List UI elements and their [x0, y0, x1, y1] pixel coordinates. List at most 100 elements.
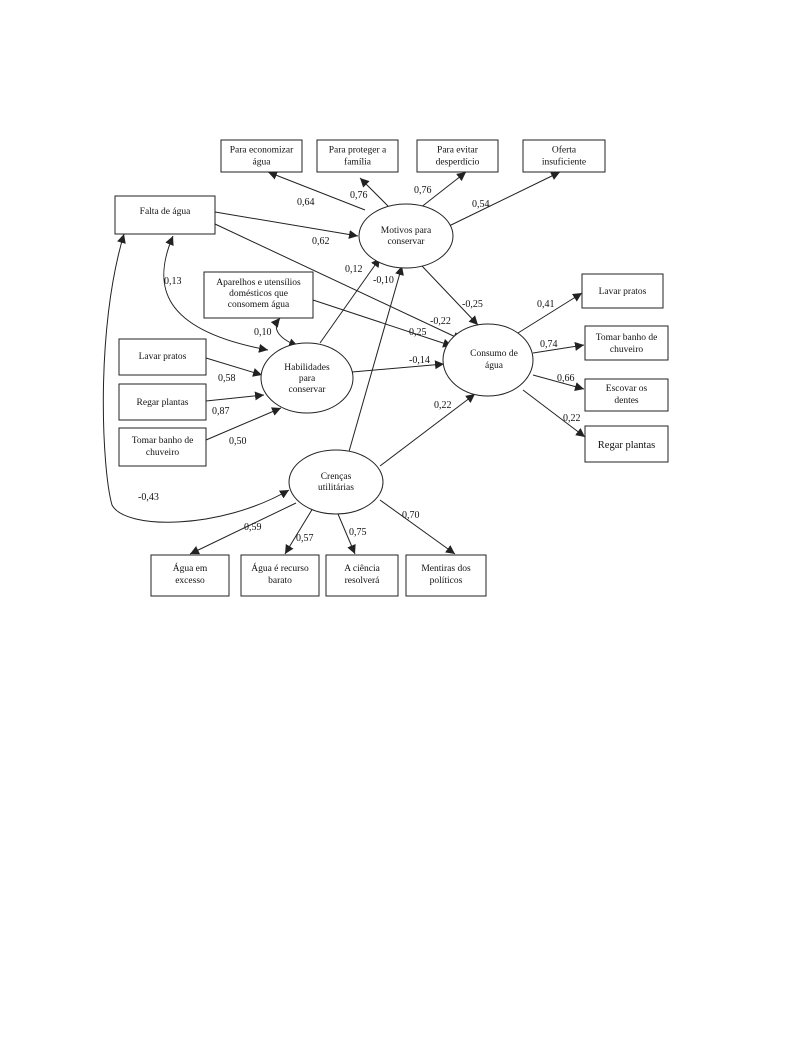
coef-aparelhos-consumo: 0,25: [409, 327, 427, 338]
label-line: dentes: [614, 396, 639, 406]
label-line: Motivos para: [381, 226, 432, 236]
coef-regar-habilidades: 0,87: [212, 406, 230, 417]
label-line: desperdício: [436, 158, 480, 168]
coef-habilidades-motivos: 0,12: [345, 264, 363, 275]
label-line: consomem água: [228, 300, 290, 310]
edge-banho-habilidades: [205, 407, 282, 441]
edge-regar-habilidades: [205, 391, 265, 402]
label-line: Oferta: [552, 145, 577, 156]
coef-motivos-proteger: 0,76: [350, 190, 368, 201]
node-regar-plantas-consumo: Regar plantas: [584, 425, 669, 463]
edge-motivos-consumo: [421, 265, 479, 326]
edge-aparelhos-consumo: [312, 299, 453, 348]
label-line: Falta de água: [140, 207, 191, 217]
edge-consumo-lavar: [517, 292, 583, 334]
coef-crencas-mentiras: 0,70: [402, 510, 420, 521]
label-line: resolverá: [345, 576, 381, 586]
label-line: Regar plantas: [137, 398, 189, 408]
coef-motivos-evitar: 0,76: [414, 185, 432, 196]
coef-crencas-excesso: 0,59: [244, 522, 262, 533]
coef-falta-consumo: -0,22: [430, 316, 451, 327]
label-line: A ciência: [344, 564, 380, 574]
node-para-economizar-agua: Para economizar água: [220, 139, 303, 173]
edge-crencas-mentiras: [379, 499, 456, 555]
label-line: para: [299, 374, 316, 384]
coef-aparelhos-habilidades: 0,10: [254, 327, 272, 338]
label-line: Consumo de: [470, 349, 518, 359]
svg-text:Regar plantas: Regar plantas: [137, 398, 189, 408]
label-line: barato: [268, 576, 292, 586]
coef-consumo-regar: 0,22: [563, 413, 581, 424]
edge-motivos-proteger: [359, 177, 389, 207]
coef-motivos-economizar: 0,64: [297, 197, 315, 208]
edge-consumo-banho: [532, 341, 585, 354]
label-line: conservar: [289, 385, 327, 395]
coef-crencas-ciencia: 0,75: [349, 527, 367, 538]
svg-text:Lavar pratos: Lavar pratos: [599, 287, 647, 297]
edge-motivos-economizar: [267, 171, 366, 211]
edge-consumo-regar: [522, 389, 586, 438]
label-line: excesso: [175, 576, 205, 586]
edge-lavar-habilidades: [205, 357, 263, 377]
coef-consumo-escovar: 0,66: [557, 373, 575, 384]
label-line: família: [344, 157, 372, 168]
label-line: Tomar banho de: [132, 436, 194, 446]
coef-motivos-consumo: -0,25: [462, 299, 483, 310]
label-line: Habilidades: [284, 363, 330, 373]
svg-text:Regar plantas: Regar plantas: [598, 440, 655, 451]
label-line: Tomar banho de: [596, 333, 658, 343]
label-line: Para economizar: [230, 146, 294, 156]
edge-crencas-barato: [284, 507, 314, 555]
label-line: Mentiras dos: [421, 564, 471, 574]
edge-motivos-oferta: [448, 171, 561, 227]
coefficient-labels: 0,64 0,76 0,76 0,54 0,62 -0,22 0,13 0,12…: [138, 185, 581, 544]
node-para-evitar-desperdicio: Para evitar desperdício: [416, 139, 499, 173]
label-line: Água em: [173, 562, 208, 574]
edge-habilidades-motivos: [319, 257, 381, 344]
svg-text:Falta de água: Falta de água: [140, 207, 191, 217]
coef-consumo-lavar: 0,41: [537, 299, 555, 310]
svg-text:Lavar pratos: Lavar pratos: [139, 352, 187, 362]
label-line: água: [253, 158, 272, 168]
label-line: utilitárias: [318, 483, 354, 493]
node-lavar-pratos-habilidades: Lavar pratos: [118, 338, 207, 376]
edge-crencas-consumo: [379, 393, 476, 467]
coef-falta-crencas: -0,43: [138, 492, 159, 503]
edge-habilidades-consumo: [351, 360, 445, 373]
node-regar-plantas-habilidades: Regar plantas: [118, 383, 207, 421]
label-line: domésticos que: [229, 289, 288, 299]
coef-habilidades-consumo: -0,14: [409, 355, 430, 366]
edge-crencas-motivos: [347, 265, 404, 456]
node-falta-de-agua: Falta de água: [114, 195, 216, 235]
coef-falta-motivos: 0,62: [312, 236, 330, 247]
edge-falta-crencas: [102, 233, 290, 523]
label-line: Regar plantas: [598, 440, 655, 451]
label-line: Para evitar: [437, 146, 479, 156]
coef-lavar-habilidades: 0,58: [218, 373, 236, 384]
label-line: Água é recurso: [251, 562, 309, 574]
coef-falta-habilidades: 0,13: [164, 276, 182, 287]
coef-crencas-motivos: -0,10: [373, 275, 394, 286]
edge-aparelhos-habilidades: [270, 317, 299, 348]
edge-falta-motivos: [214, 211, 359, 239]
node-a-ciencia-resolvera: A ciência resolverá: [325, 554, 399, 597]
